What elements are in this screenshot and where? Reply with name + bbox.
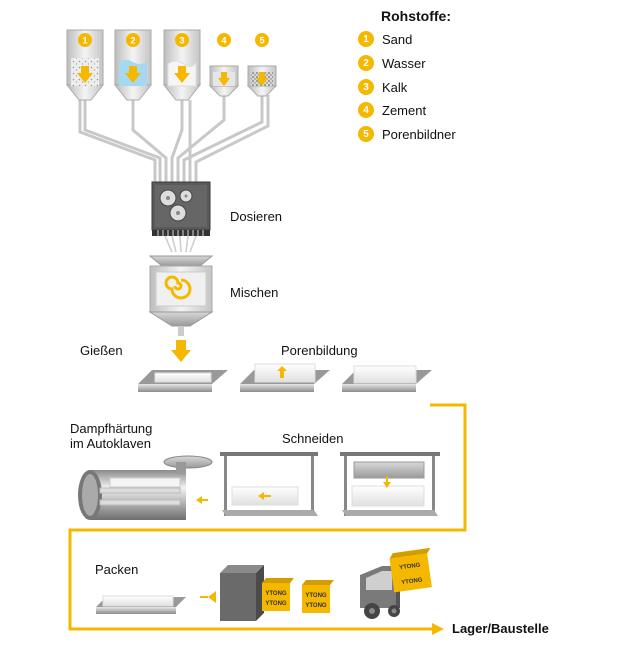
down-arrow-icon — [383, 482, 391, 488]
down-arrow-icon — [125, 66, 141, 83]
up-arrow-icon — [277, 366, 287, 378]
step-label-dosieren: Dosieren — [230, 209, 283, 224]
autoclave — [78, 455, 213, 520]
down-arrow-icon — [77, 66, 93, 83]
right-arrow-icon — [432, 623, 444, 635]
ytong-label: YTONG — [399, 562, 421, 571]
left-arrow-icon — [258, 492, 264, 500]
legend-label: Zement — [382, 102, 427, 118]
silo-wasser: 2 — [113, 29, 153, 101]
legend-label: Kalk — [382, 79, 408, 95]
down-arrow-icon — [171, 340, 191, 362]
dosing-machine — [151, 181, 211, 253]
silo-number-badge — [255, 33, 269, 47]
legend-label: Wasser — [382, 55, 426, 71]
step-label-dampfhaertung-line2: im Autoklaven — [70, 436, 151, 451]
mix-swirl-icon — [164, 275, 192, 300]
mixer — [148, 255, 214, 362]
silo-number-badge — [78, 33, 92, 47]
legend-number-badge: 3 — [358, 79, 374, 95]
ytong-label: YTONG — [305, 593, 327, 599]
feed-pipes — [78, 95, 270, 182]
step-label-packen: Packen — [95, 562, 139, 577]
down-arrow-icon — [256, 72, 268, 86]
legend-item: 4 Zement — [358, 101, 426, 119]
silo-number-badge — [217, 33, 231, 47]
legend-item: 2 Wasser — [358, 54, 426, 72]
step-label-porenbildung: Porenbildung — [281, 343, 358, 358]
step-label-giessen: Gießen — [80, 343, 123, 358]
silo-kalk: 3 — [162, 29, 202, 101]
step-label-lager-baustelle: Lager/Baustelle — [452, 621, 549, 636]
legend-number-badge: 4 — [358, 102, 374, 118]
down-arrow-icon — [174, 66, 190, 83]
left-arrow-icon — [196, 496, 202, 504]
cutting-frame-left — [220, 452, 318, 516]
legend-item: 5 Porenbildner — [358, 125, 456, 143]
silo-sand: 1 — [65, 29, 105, 101]
step-label-dampfhaertung-line1: Dampfhärtung — [70, 421, 153, 436]
silo-number-badge — [126, 33, 140, 47]
ytong-label: YTONG — [305, 603, 327, 609]
ytong-label: YTONG — [265, 601, 287, 607]
legend-label: Sand — [382, 31, 413, 47]
svg-text:3: 3 — [179, 36, 184, 46]
silo-zement: 4 — [208, 33, 240, 97]
svg-text:1: 1 — [82, 36, 87, 46]
svg-text:2: 2 — [130, 36, 135, 46]
legend-title: Rohstoffe: — [381, 8, 451, 24]
silo-porenbildner: 5 — [246, 33, 278, 97]
ytong-label: YTONG — [401, 577, 423, 586]
ytong-label: YTONG — [265, 591, 287, 597]
legend-number-badge: 2 — [358, 55, 374, 71]
right-arrow-icon — [208, 591, 216, 603]
step-label-schneiden: Schneiden — [282, 431, 344, 446]
silo-number-badge — [175, 33, 189, 47]
legend-item: 1 Sand — [358, 30, 412, 48]
legend-number-badge: 5 — [358, 126, 374, 142]
legend-number-badge: 1 — [358, 31, 374, 47]
cutting-frame-right — [340, 452, 440, 516]
flow-line — [68, 403, 467, 631]
forklift: YTONG YTONG — [360, 547, 432, 619]
packing-row: YTONG YTONG YTONG YTONG — [96, 565, 334, 621]
svg-text:4: 4 — [221, 36, 226, 46]
svg-text:5: 5 — [259, 36, 264, 46]
down-arrow-icon — [218, 72, 230, 86]
legend-item: 3 Kalk — [358, 78, 407, 96]
legend-label: Porenbildner — [382, 126, 456, 142]
mould-row — [138, 363, 432, 392]
step-label-mischen: Mischen — [230, 285, 279, 300]
